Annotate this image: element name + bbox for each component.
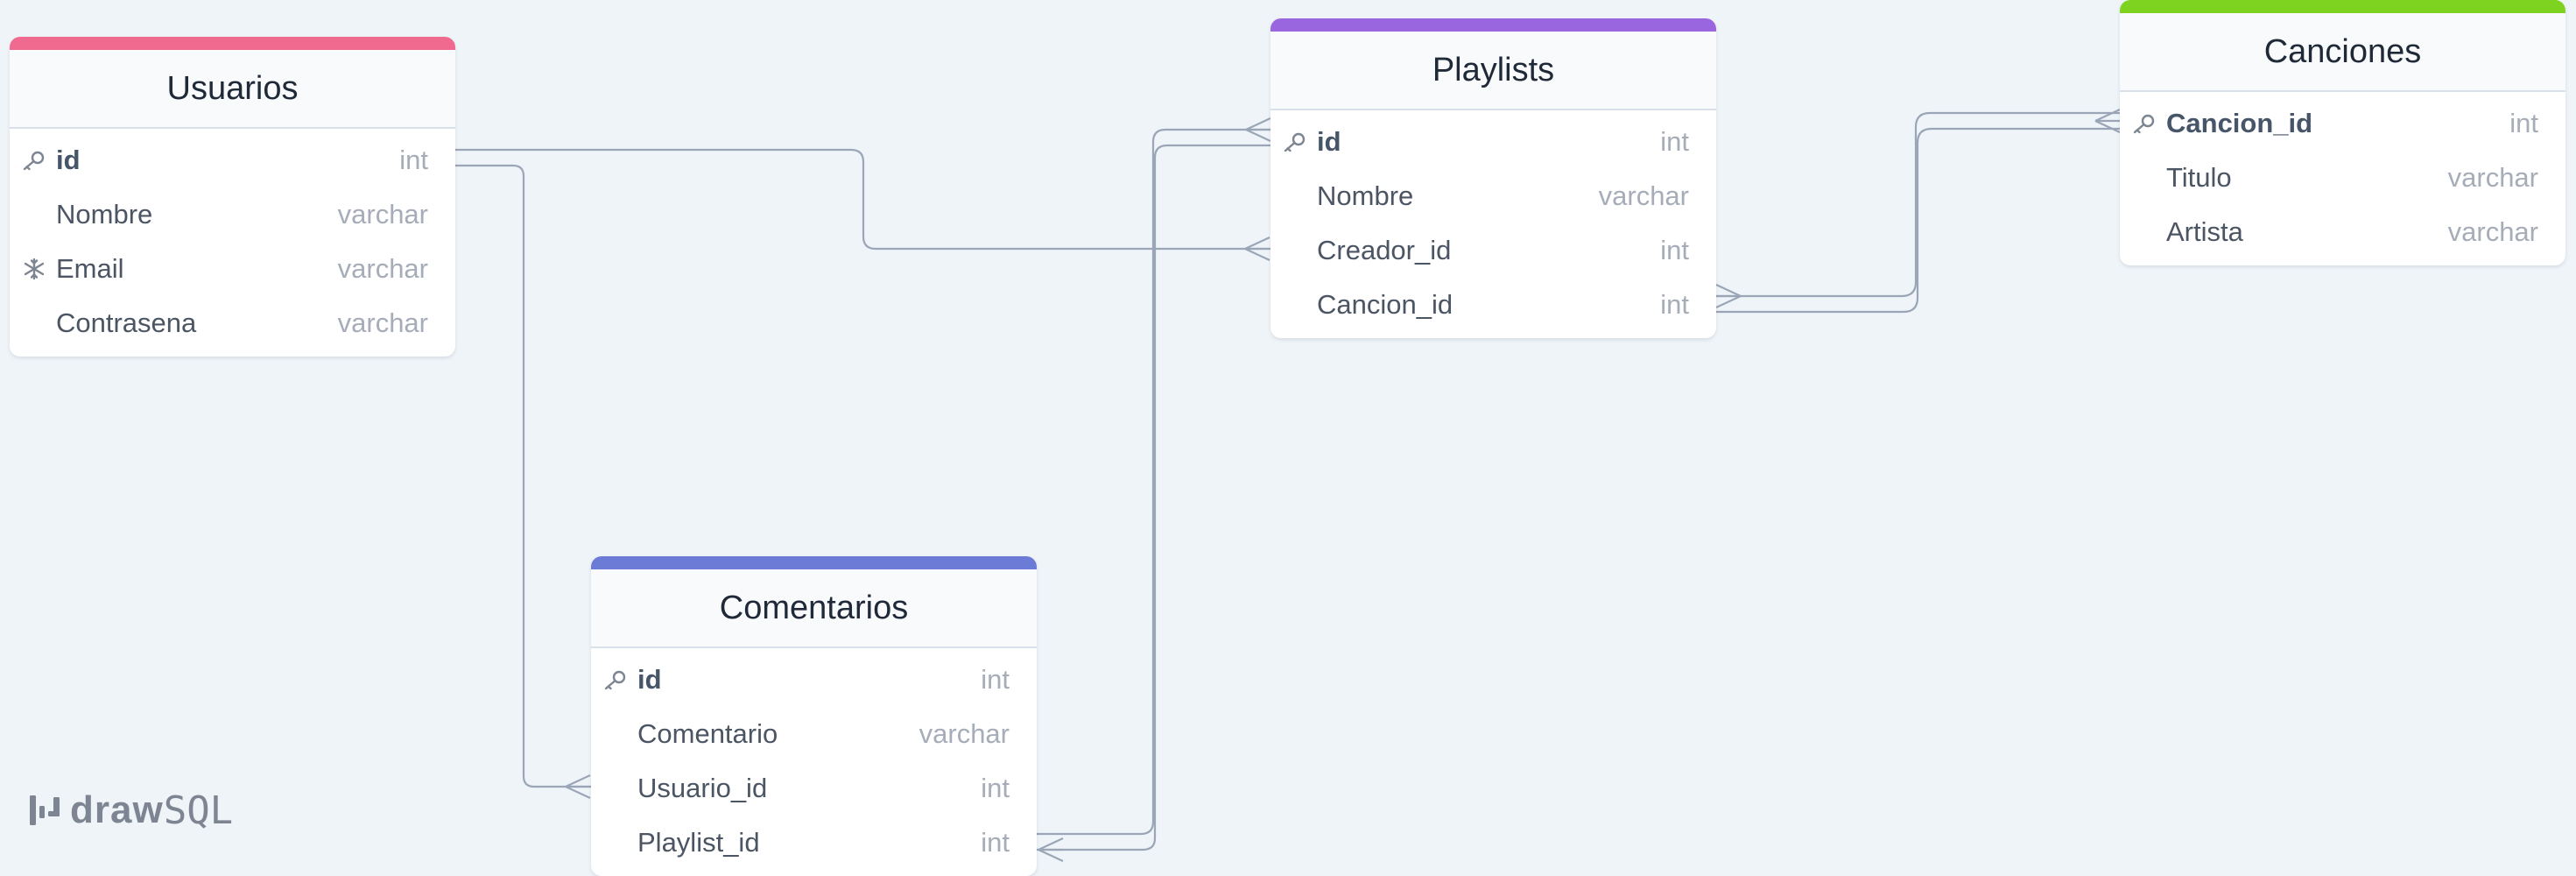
relation-line-playlists-comentarios-a [1037,128,1270,836]
field-type: varchar [337,253,428,284]
crows-foot-playlists-cancion [1715,284,1742,308]
table-title: Playlists [1432,51,1555,88]
field-row-nombre[interactable]: Nombre varchar [10,187,455,242]
relation-line-playlists-comentarios-b [1037,144,1270,851]
field-name: Usuario_id [637,773,768,803]
table-header[interactable]: Usuarios [10,50,455,129]
field-row-titulo[interactable]: Titulo varchar [2120,151,2565,205]
field-name: Nombre [1317,180,1414,211]
relation-line-canciones-playlists-b [1716,127,2120,314]
field-type: varchar [337,199,428,230]
crows-foot-canciones [2094,109,2121,133]
field-type: int [1660,126,1689,157]
field-type: int [399,145,428,175]
field-type: int [981,664,1010,695]
table-accent-bar [1270,18,1716,32]
field-type: int [981,827,1010,858]
crows-foot-comentarios-usuario [565,774,591,799]
relation-line-usuarios-comentarios [455,164,591,788]
drawsql-logo: draw SQL [26,788,234,833]
relation-line-canciones-playlists-a [1716,111,2120,298]
field-row-email[interactable]: Email varchar [10,242,455,296]
key-icon [1283,131,1307,152]
snowflake-icon [22,258,46,280]
field-row-nombre[interactable]: Nombre varchar [1270,169,1716,223]
table-title: Comentarios [719,589,909,626]
field-row-usuario-id[interactable]: Usuario_id int [591,761,1037,816]
crows-foot-playlists-creador [1244,237,1270,261]
field-name: Email [56,253,124,284]
table-header[interactable]: Canciones [2120,13,2565,92]
field-name: Comentario [637,718,778,749]
field-name: id [637,664,662,695]
field-name: Contrasena [56,307,197,338]
field-row-artista[interactable]: Artista varchar [2120,205,2565,259]
table-accent-bar [591,556,1037,569]
logo-text-light: SQL [163,788,234,833]
table-accent-bar [10,37,455,50]
field-type: varchar [2447,162,2538,193]
field-name: Cancion_id [1317,289,1453,320]
table-title: Canciones [2263,32,2422,70]
drawsql-logo-icon [30,795,60,825]
field-name: id [56,145,81,175]
field-row-creador-id[interactable]: Creador_id int [1270,223,1716,278]
crows-foot-playlists-id [1245,117,1271,142]
field-type: varchar [918,718,1010,749]
key-icon [2132,113,2157,134]
key-icon [22,150,46,171]
field-type: int [1660,235,1689,265]
field-row-cancion-id[interactable]: Cancion_id int [2120,96,2565,151]
field-type: int [2509,108,2538,138]
field-name: Creador_id [1317,235,1452,265]
crows-foot-comentarios-playlist [1038,837,1064,862]
field-name: id [1317,126,1341,157]
table-accent-bar [2120,0,2565,13]
field-name: Cancion_id [2166,108,2313,138]
field-name: Artista [2166,216,2243,247]
field-name: Playlist_id [637,827,760,858]
field-type: varchar [1598,180,1689,211]
relation-line-usuarios-playlists [455,148,1270,251]
field-row-cancion-id[interactable]: Cancion_id int [1270,278,1716,332]
field-row-comentario[interactable]: Comentario varchar [591,707,1037,761]
field-row-contrasena[interactable]: Contrasena varchar [10,296,455,350]
field-row-id[interactable]: id int [10,133,455,187]
field-row-playlist-id[interactable]: Playlist_id int [591,816,1037,870]
table-title: Usuarios [166,69,299,107]
table-header[interactable]: Comentarios [591,569,1037,648]
field-name: Nombre [56,199,153,230]
key-icon [603,669,628,690]
field-row-id[interactable]: id int [1270,115,1716,169]
logo-text-bold: draw [70,788,164,831]
table-header[interactable]: Playlists [1270,32,1716,110]
field-row-id[interactable]: id int [591,653,1037,707]
field-type: varchar [2447,216,2538,247]
field-name: Titulo [2166,162,2232,193]
field-type: int [981,773,1010,803]
field-type: int [1660,289,1689,320]
field-type: varchar [337,307,428,338]
